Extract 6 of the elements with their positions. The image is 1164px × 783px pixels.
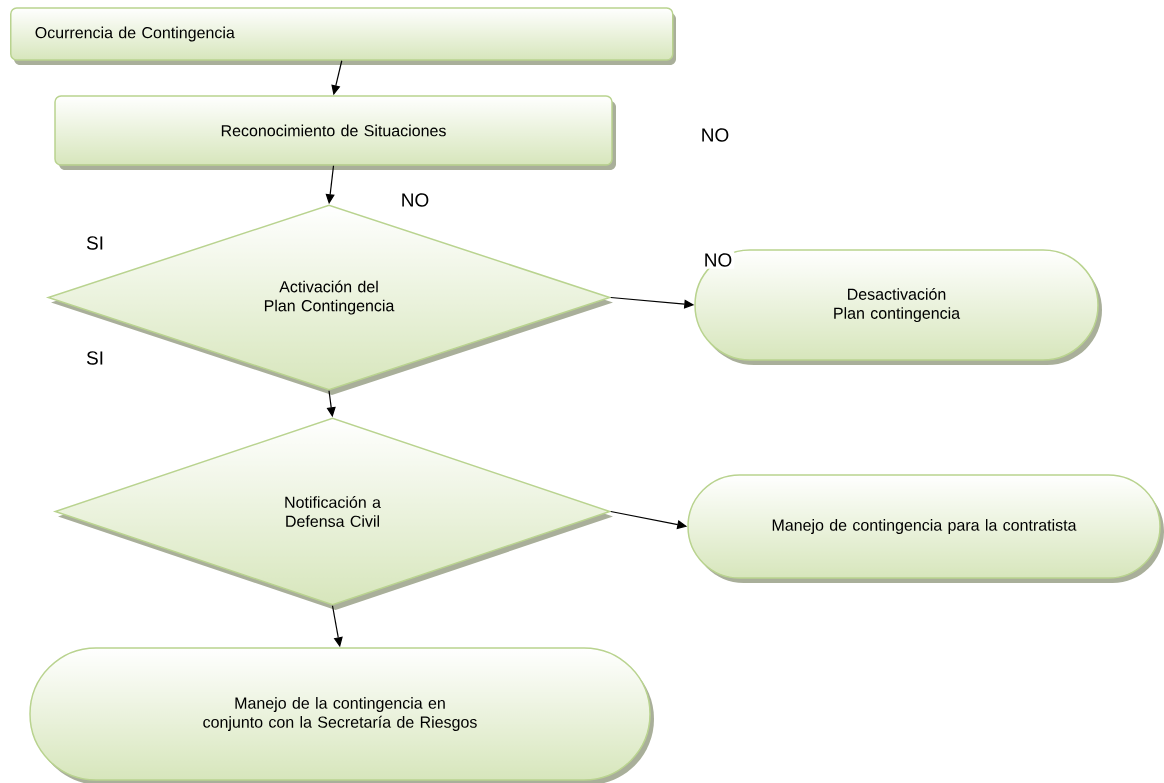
branch-label: SI (84, 349, 106, 367)
branch-label: NO (701, 251, 735, 269)
process-box: Ocurrencia de Contingencia (10, 7, 676, 65)
branch-label: SI (84, 234, 106, 252)
branch-label: NO (698, 126, 732, 144)
process-box: Reconocimiento de Situaciones (54, 95, 616, 170)
